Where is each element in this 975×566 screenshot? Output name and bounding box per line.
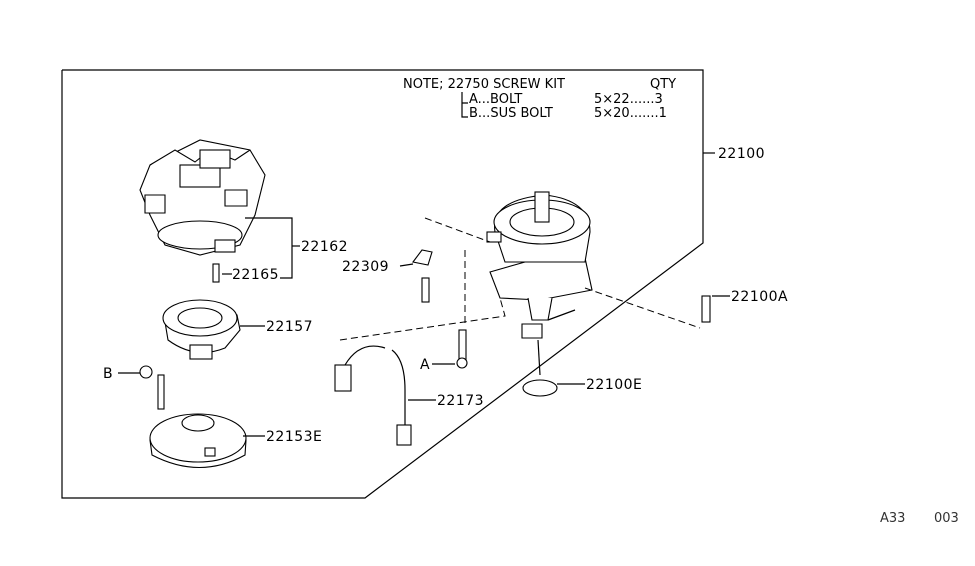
label-22153e: 22153E (266, 429, 322, 445)
label-b: B (103, 366, 113, 382)
bolt (157, 374, 165, 410)
bolt-small (421, 277, 430, 303)
note-qty-header: QTY (650, 77, 676, 92)
label-22100: 22100 (718, 146, 765, 162)
pin-22165 (212, 263, 220, 283)
distributor-cap-drawing (139, 139, 266, 256)
footer-code-2: 003 (934, 511, 959, 526)
wire-harness-drawing (334, 345, 412, 446)
note-line-3: B...SUS BOLT (469, 106, 553, 121)
note-line-1: NOTE; 22750 SCREW KIT (403, 77, 565, 92)
bracket-22309 (412, 249, 433, 266)
note-bracket (461, 92, 468, 118)
label-22173: 22173 (437, 393, 484, 409)
label-22157: 22157 (266, 319, 313, 335)
clip (521, 323, 543, 339)
note-line-2: A...BOLT (469, 92, 522, 107)
distributor-housing-drawing (486, 191, 593, 321)
note-line-2-qty: 5×22......3 (594, 92, 663, 107)
label-22100a: 22100A (731, 289, 788, 305)
bolt-22100a (701, 295, 711, 323)
label-22165: 22165 (232, 267, 279, 283)
label-a: A (420, 357, 430, 373)
note-line-3-qty: 5×20.......1 (594, 106, 667, 121)
o-ring-22100e (522, 379, 558, 397)
footer-code-1: A33 (880, 511, 905, 526)
rotor-plate-drawing (149, 413, 247, 468)
label-22100e: 22100E (586, 377, 642, 393)
rotor-drawing (162, 299, 241, 360)
label-22309: 22309 (342, 259, 389, 275)
assembly-frame (61, 69, 704, 499)
screw-b (139, 365, 153, 379)
label-22162: 22162 (301, 239, 348, 255)
